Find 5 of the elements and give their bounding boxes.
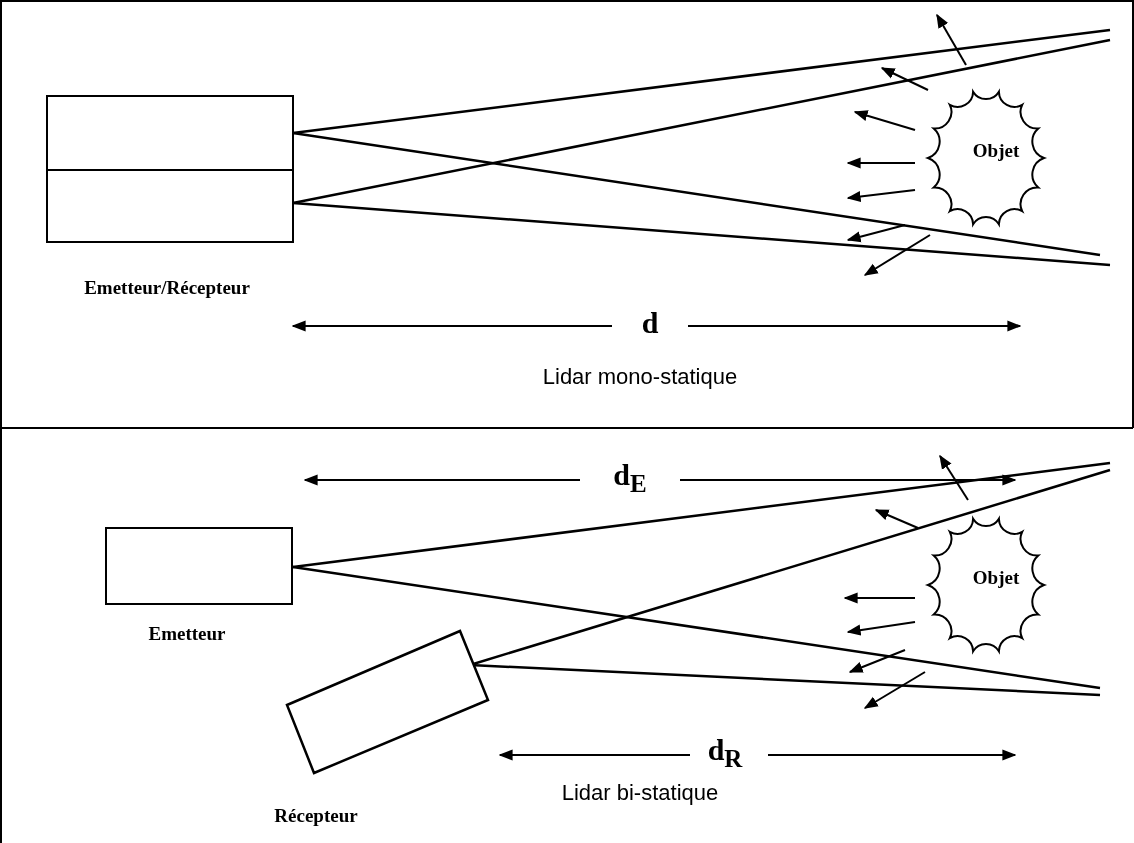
device-label: Emetteur [147,623,227,645]
object-label: Objet [971,567,1021,589]
device-label: Emetteur/Récepteur [83,277,251,299]
object-label: Objet [971,140,1021,162]
device-label: Récepteur [273,805,359,827]
